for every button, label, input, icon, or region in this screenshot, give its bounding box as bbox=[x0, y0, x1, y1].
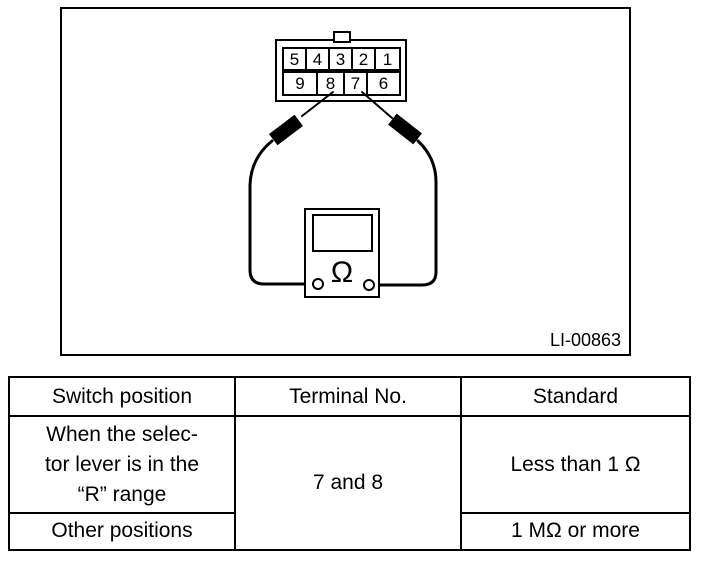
figure-frame bbox=[60, 7, 631, 356]
cell-standard-r-range: Less than 1 Ω bbox=[460, 415, 691, 514]
position-line: When the selec- bbox=[46, 422, 198, 446]
left-probe-tip bbox=[301, 91, 334, 117]
position-line: tor lever is in the bbox=[44, 452, 200, 476]
test-leads bbox=[248, 91, 438, 287]
pin-4: 4 bbox=[313, 50, 322, 69]
header-terminal-no: Terminal No. bbox=[234, 375, 462, 418]
ohm-symbol: Ω bbox=[331, 256, 353, 289]
cell-position-r-range: When the selec- tor lever is in the “R” … bbox=[8, 415, 236, 514]
pin-2: 2 bbox=[359, 50, 368, 69]
figure-code: LI-00863 bbox=[550, 330, 621, 350]
connector: 5 4 3 2 1 9 8 7 6 bbox=[275, 31, 407, 102]
pin-3: 3 bbox=[336, 50, 345, 69]
table-row: Other positions 1 MΩ or more bbox=[8, 511, 691, 552]
pin-5: 5 bbox=[290, 50, 299, 69]
header-standard: Standard bbox=[460, 375, 691, 418]
pin-8: 8 bbox=[326, 74, 335, 93]
spec-table: Switch position Terminal No. Standard Wh… bbox=[8, 375, 691, 552]
pin-1: 1 bbox=[383, 50, 392, 69]
cell-standard-other: 1 MΩ or more bbox=[460, 511, 691, 552]
left-probe-handle bbox=[269, 114, 303, 146]
ohmmeter: Ω bbox=[304, 208, 380, 298]
position-line: “R” range bbox=[77, 482, 167, 506]
meter-terminal-right bbox=[363, 279, 375, 291]
header-switch-position: Switch position bbox=[8, 375, 236, 418]
cell-terminal-no: 7 and 8 bbox=[234, 415, 462, 551]
right-probe-tip bbox=[361, 91, 393, 119]
pin-7: 7 bbox=[351, 74, 360, 93]
table-header-row: Switch position Terminal No. Standard bbox=[8, 375, 691, 418]
connector-bottom-row bbox=[282, 71, 401, 96]
cell-position-other: Other positions bbox=[8, 511, 236, 552]
diagram-figure: 5 4 3 2 1 9 8 7 6 Ω LI-00863 bbox=[60, 7, 631, 356]
pin-6: 6 bbox=[379, 74, 388, 93]
pin-9: 9 bbox=[295, 74, 304, 93]
meter-display bbox=[312, 214, 373, 252]
meter-terminal-left bbox=[312, 278, 324, 290]
connector-latch bbox=[333, 31, 351, 43]
connector-top-row bbox=[282, 47, 401, 71]
right-probe-handle bbox=[388, 113, 422, 145]
left-lead-wire bbox=[248, 139, 314, 286]
right-lead-wire bbox=[374, 139, 438, 287]
table-row: When the selec- tor lever is in the “R” … bbox=[8, 415, 691, 551]
